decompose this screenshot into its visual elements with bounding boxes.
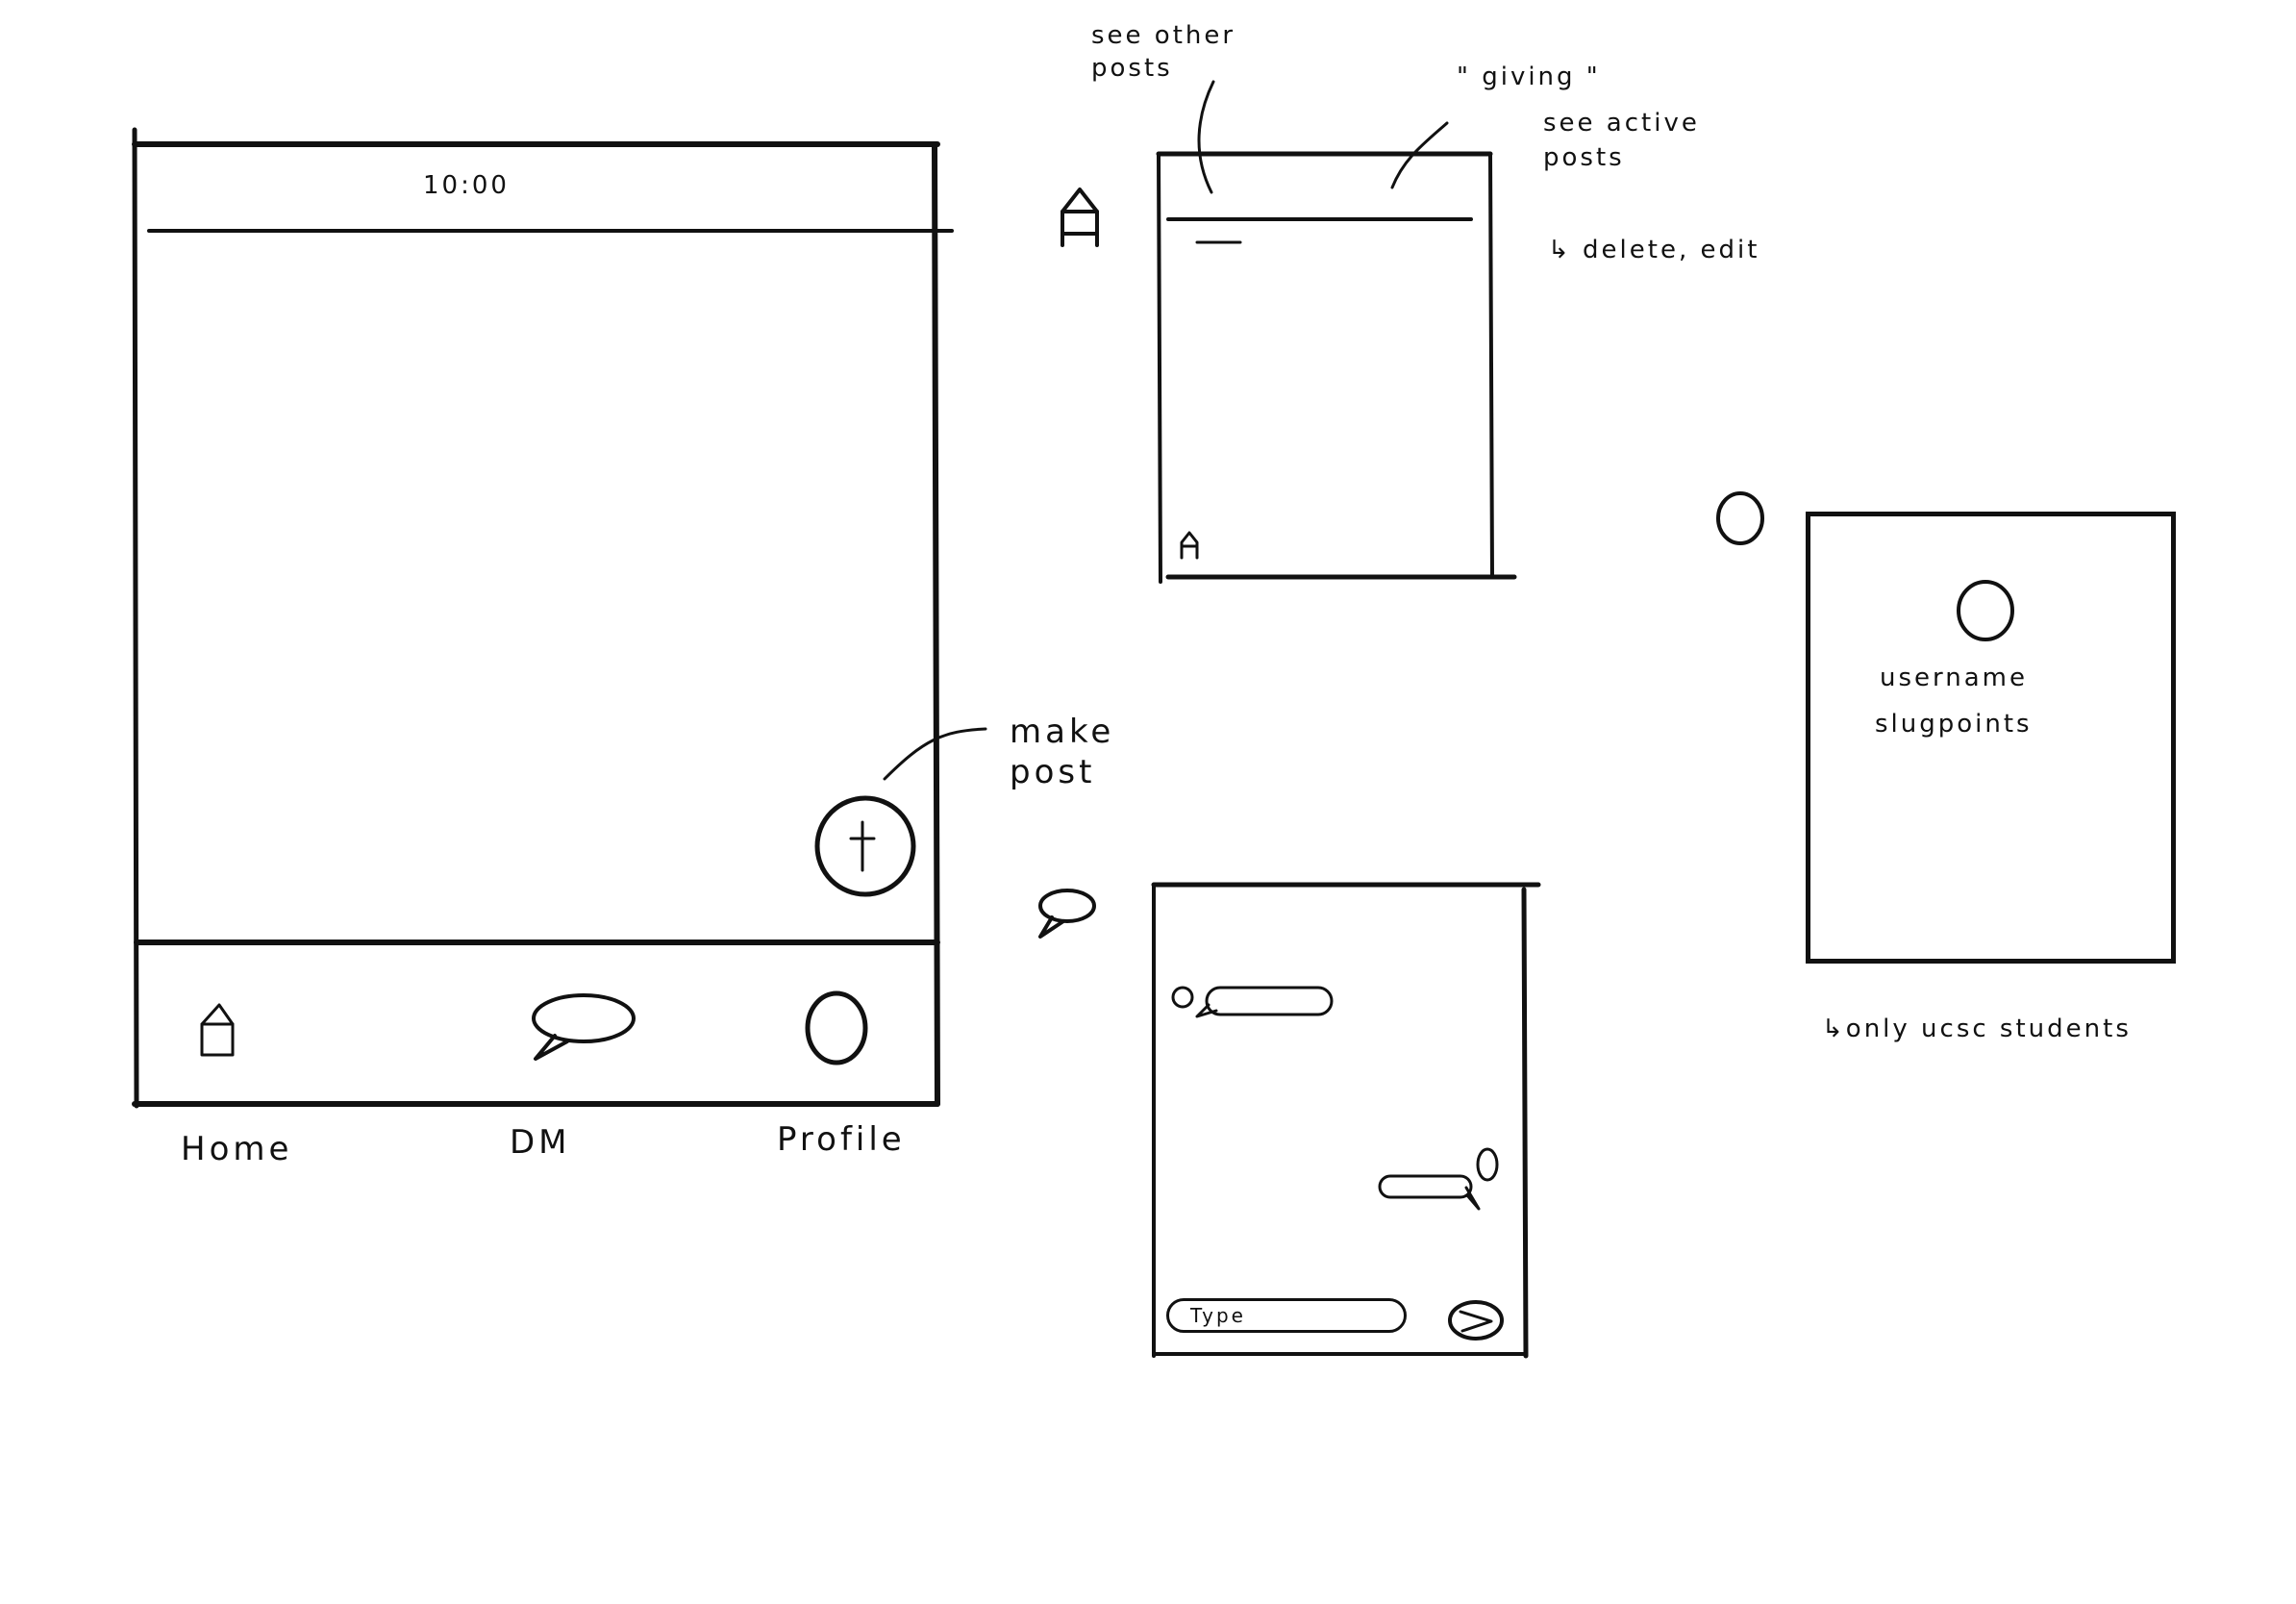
active-posts-note: see active posts — [1543, 109, 1700, 172]
dm-section-icon — [1038, 889, 1096, 939]
tab-giving[interactable]: " giving " — [1457, 63, 1601, 91]
home-mini-icon — [1180, 531, 1199, 560]
tab-other-posts[interactable]: see other posts — [1091, 21, 1236, 83]
home-section-icon — [1061, 188, 1099, 247]
nav-dm[interactable] — [524, 986, 639, 1063]
profile-icon — [805, 990, 868, 1065]
message-input-placeholder: Type — [1190, 1304, 1246, 1327]
nav-profile[interactable] — [798, 986, 875, 1072]
send-button[interactable] — [1447, 1298, 1507, 1342]
nav-home[interactable] — [192, 995, 250, 1063]
chat-bubble-icon — [532, 993, 636, 1061]
send-icon — [1448, 1300, 1504, 1341]
message-input[interactable]: Type — [1166, 1298, 1407, 1333]
plus-icon — [814, 795, 916, 897]
incoming-message — [1168, 976, 1341, 1024]
profile-screen-outline — [1806, 512, 2176, 964]
outgoing-message — [1375, 1140, 1510, 1216]
delete-edit-note: ↳ delete, edit — [1548, 236, 1760, 264]
profile-username: username — [1880, 664, 2028, 692]
avatar — [1957, 580, 2014, 641]
avatar — [1378, 1147, 1499, 1211]
avatar — [1171, 986, 1334, 1018]
profile-note: ↳only ucsc students — [1822, 1015, 2132, 1043]
profile-section-icon — [1716, 491, 1764, 545]
nav-profile-label: Profile — [777, 1120, 906, 1159]
nav-dm-label: DM — [510, 1123, 571, 1162]
status-time: 10:00 — [423, 171, 510, 200]
home-icon — [200, 1003, 235, 1057]
make-post-button[interactable] — [812, 793, 918, 899]
nav-home-label: Home — [181, 1130, 293, 1168]
profile-points: slugpoints — [1875, 710, 2033, 739]
make-post-annotation: make post — [1010, 713, 1115, 791]
